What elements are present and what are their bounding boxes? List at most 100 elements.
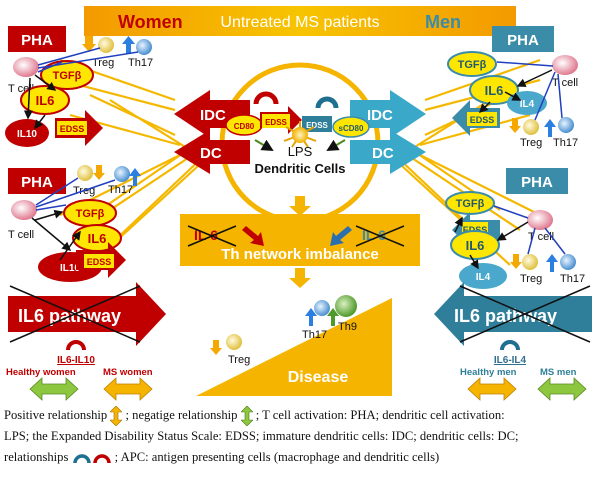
header-women: Women bbox=[118, 12, 183, 32]
yellow-double-arrow-men bbox=[467, 377, 517, 401]
lps-label: LPS bbox=[288, 144, 313, 159]
dc-label-men: DC bbox=[372, 145, 394, 162]
tcell-icon bbox=[13, 57, 39, 77]
blue-link-lines-3 bbox=[496, 61, 563, 121]
green-link-arrows bbox=[254, 139, 346, 152]
yellow-double-arrow-women bbox=[103, 377, 153, 401]
green-double-arrow-men bbox=[537, 377, 587, 401]
legend-line-1: Positive relationship ; negatige relatio… bbox=[4, 405, 596, 427]
treg-cell-icon-2 bbox=[77, 165, 93, 181]
pha-label-4: PHA bbox=[521, 174, 553, 191]
tcell-icon-4 bbox=[527, 210, 553, 230]
edss-box-2 bbox=[84, 254, 114, 268]
positive-relationship-cap-icon-men bbox=[500, 340, 520, 351]
treg-label-3: Treg bbox=[520, 137, 542, 149]
tcell-icon-2 bbox=[11, 200, 37, 220]
blue-link-lines-2 bbox=[35, 177, 116, 211]
th17-cell-icon-4 bbox=[560, 254, 576, 270]
th17-up-arrow-icon-3 bbox=[544, 119, 556, 137]
tgfb-label-4: TGFβ bbox=[456, 198, 485, 210]
edss-box-3 bbox=[467, 112, 497, 126]
il10-label-2: IL10 bbox=[60, 263, 80, 274]
treg-cell-icon-3 bbox=[523, 119, 539, 135]
edss-label: EDSS bbox=[60, 124, 85, 134]
th17-cell-icon-5 bbox=[314, 300, 330, 316]
treg-label-4: Treg bbox=[520, 273, 542, 285]
th9-cell-icon bbox=[335, 295, 357, 317]
il6-bubble-4 bbox=[450, 230, 500, 260]
treg-down-arrow-icon-4 bbox=[510, 254, 522, 269]
relation-women: IL6-IL10 bbox=[57, 355, 95, 366]
tgfb-bubble-3 bbox=[447, 51, 497, 77]
il6-pathway-strike-women bbox=[9, 285, 141, 343]
pha-label: PHA bbox=[21, 32, 53, 49]
ms-diagram: Women Untreated MS patients Men PHA Treg… bbox=[5, 6, 592, 401]
legend-relationships: relationships bbox=[4, 450, 69, 465]
edss-label-center-right: EDSS bbox=[306, 121, 328, 130]
tcell-label-4: T cell bbox=[528, 231, 554, 243]
edss-label-2: EDSS bbox=[87, 257, 112, 267]
blue-link-lines-4 bbox=[493, 205, 566, 255]
edss-box bbox=[57, 121, 87, 135]
negative-relationship-cap-icon-women bbox=[66, 340, 86, 351]
group-healthy-men: Healthy men bbox=[460, 367, 517, 378]
edss-box-center-right bbox=[302, 116, 332, 132]
th17-up-arrow-icon-2 bbox=[129, 168, 141, 186]
tgfb-label: TGFβ bbox=[53, 70, 82, 82]
down-arrow-1 bbox=[289, 196, 311, 216]
th17-label-4: Th17 bbox=[560, 273, 585, 285]
th9-label: Th9 bbox=[338, 321, 357, 333]
scd80-label: sCD80 bbox=[339, 124, 364, 133]
il4-label: IL4 bbox=[520, 99, 535, 110]
network-strike-right bbox=[355, 225, 405, 247]
disease-label: Disease bbox=[288, 369, 349, 386]
blue-link-lines bbox=[37, 47, 139, 73]
th17-label-5: Th17 bbox=[302, 329, 327, 341]
il10-label: IL10 bbox=[17, 129, 37, 140]
tcell-label-2: T cell bbox=[8, 229, 34, 241]
treg-down-arrow-icon bbox=[82, 36, 96, 52]
dc-arrow-women bbox=[174, 130, 250, 174]
edss-label-3: EDSS bbox=[470, 115, 495, 125]
group-ms-men: MS men bbox=[540, 367, 577, 378]
legend-line-3: relationships ; APC: antigen presenting … bbox=[4, 447, 596, 468]
th17-up-arrow-icon bbox=[122, 36, 135, 54]
idc-label-men: IDC bbox=[367, 107, 393, 124]
legend-activation: ; T cell activation: PHA; dendritic cell… bbox=[255, 408, 505, 422]
disease-wedge bbox=[196, 298, 392, 396]
positive-relationship-icon bbox=[110, 406, 123, 427]
network-title: Th network imbalance bbox=[221, 246, 379, 263]
pha-badge-men-top bbox=[492, 26, 554, 52]
th17-up-arrow-icon-4 bbox=[546, 254, 558, 272]
header-men: Men bbox=[425, 12, 461, 32]
edss-box-center-left bbox=[262, 114, 290, 128]
negative-relationship-icon bbox=[240, 406, 253, 427]
il6-label: IL6 bbox=[36, 93, 55, 108]
il6-pathway-strike-men bbox=[459, 285, 591, 343]
th17-label-2: Th17 bbox=[108, 184, 133, 196]
cd80-label: CD80 bbox=[234, 122, 255, 131]
treg-cell-icon bbox=[98, 37, 114, 53]
dc-arrow-men bbox=[350, 130, 426, 174]
th17-label-3: Th17 bbox=[553, 137, 578, 149]
il6-label-2: IL6 bbox=[88, 231, 107, 246]
header-bar bbox=[84, 6, 516, 36]
treg-label: Treg bbox=[92, 57, 114, 69]
treg-down-arrow-icon-3 bbox=[509, 118, 521, 133]
th17-cell-icon-2 bbox=[114, 166, 130, 182]
tcell-icon-3 bbox=[552, 55, 578, 75]
il4-bubble-2 bbox=[459, 263, 507, 289]
il6-label-3: IL6 bbox=[485, 83, 504, 98]
treg-down-arrow-icon-2 bbox=[93, 165, 105, 180]
legend-negative: ; negatige relationship bbox=[125, 408, 238, 422]
header-title: Untreated MS patients bbox=[220, 14, 379, 31]
idc-label-women: IDC bbox=[200, 107, 226, 124]
tgfb-label-2: TGFβ bbox=[76, 208, 105, 220]
blue-down-arrow-icon bbox=[330, 226, 352, 246]
black-link-arrows-4 bbox=[454, 216, 529, 270]
pha-label-3: PHA bbox=[507, 32, 539, 49]
dendritic-cell-icon bbox=[283, 121, 317, 148]
group-ms-women: MS women bbox=[103, 367, 153, 378]
red-down-arrow-icon bbox=[242, 226, 264, 246]
black-link-arrows-2 bbox=[31, 209, 81, 261]
